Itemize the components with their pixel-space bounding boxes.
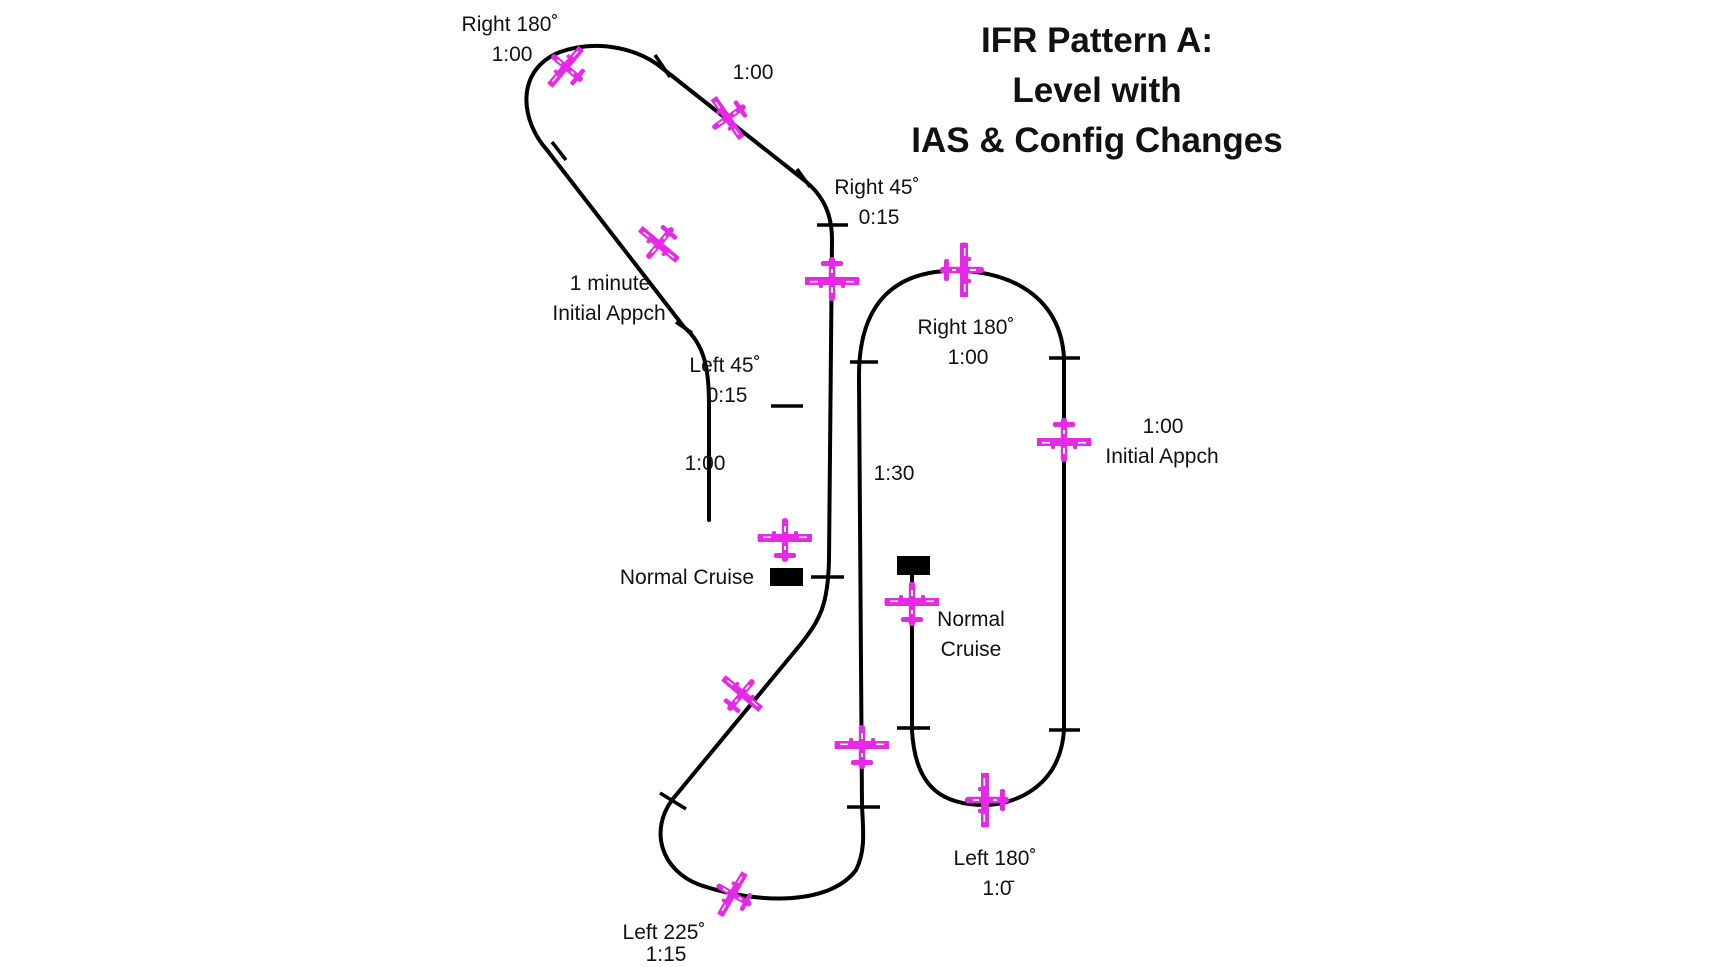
label-right-180-mid: Right 180˚ xyxy=(918,316,1015,339)
label-right-45: Right 45˚ xyxy=(834,176,919,199)
airplane-icon xyxy=(884,582,939,626)
label-initial-appch-right-time: 1:00 xyxy=(1143,415,1184,438)
long-descending-leg xyxy=(670,238,834,802)
title-line-1: IFR Pattern A: xyxy=(981,21,1213,60)
initial-approach-leg xyxy=(545,148,686,329)
middle-leg-1-30 xyxy=(856,270,937,807)
label-left-225-time: 1:15 xyxy=(646,943,687,966)
airplane-icon xyxy=(940,242,984,297)
label-one-minute: 1 minute xyxy=(570,272,651,295)
label-normal-cruise-right-1: Normal xyxy=(937,608,1005,631)
left-225-turn xyxy=(658,798,866,901)
airplane-icon xyxy=(834,725,889,769)
airplane-icon xyxy=(805,257,860,301)
airplane-icon xyxy=(704,864,764,927)
label-normal-cruise-right-2: Cruise xyxy=(941,638,1002,661)
right-180-mid-turn xyxy=(933,268,1066,360)
label-right-45-time: 0:15 xyxy=(859,206,900,229)
right-180-top-turn xyxy=(524,43,664,152)
airplane-icon xyxy=(965,773,1009,828)
title-line-3: IAS & Config Changes xyxy=(911,121,1282,160)
airplane-icon xyxy=(757,518,812,562)
normal-cruise-marker-left xyxy=(770,568,803,586)
label-left-180: Left 180˚ xyxy=(954,847,1037,870)
label-left-leg-time: 1:00 xyxy=(685,452,726,475)
label-top-leg-time: 1:00 xyxy=(733,61,774,84)
label-normal-cruise-left: Normal Cruise xyxy=(620,566,754,589)
label-left-45-time: 0:15 xyxy=(707,384,748,407)
segment-tick-marks xyxy=(550,54,1080,811)
label-left-180-time: 1:0̄ xyxy=(982,877,1014,900)
label-initial-appch-left: Initial Appch xyxy=(552,302,665,325)
label-left-225: Left 225˚ xyxy=(623,921,706,944)
label-left-45: Left 45˚ xyxy=(689,354,760,377)
title-line-2: Level with xyxy=(1012,71,1181,110)
right-45-turn xyxy=(802,178,834,242)
airplane-icon xyxy=(1037,418,1092,462)
label-right-180-top: Right 180˚ xyxy=(462,13,559,36)
label-right-180-mid-time: 1:00 xyxy=(948,346,989,369)
label-middle-leg-time: 1:30 xyxy=(874,462,915,485)
label-initial-appch-right: Initial Appch xyxy=(1105,445,1218,468)
label-right-180-top-time: 1:00 xyxy=(492,43,533,66)
normal-cruise-marker-right xyxy=(897,556,930,575)
pattern-1-track xyxy=(524,43,937,901)
